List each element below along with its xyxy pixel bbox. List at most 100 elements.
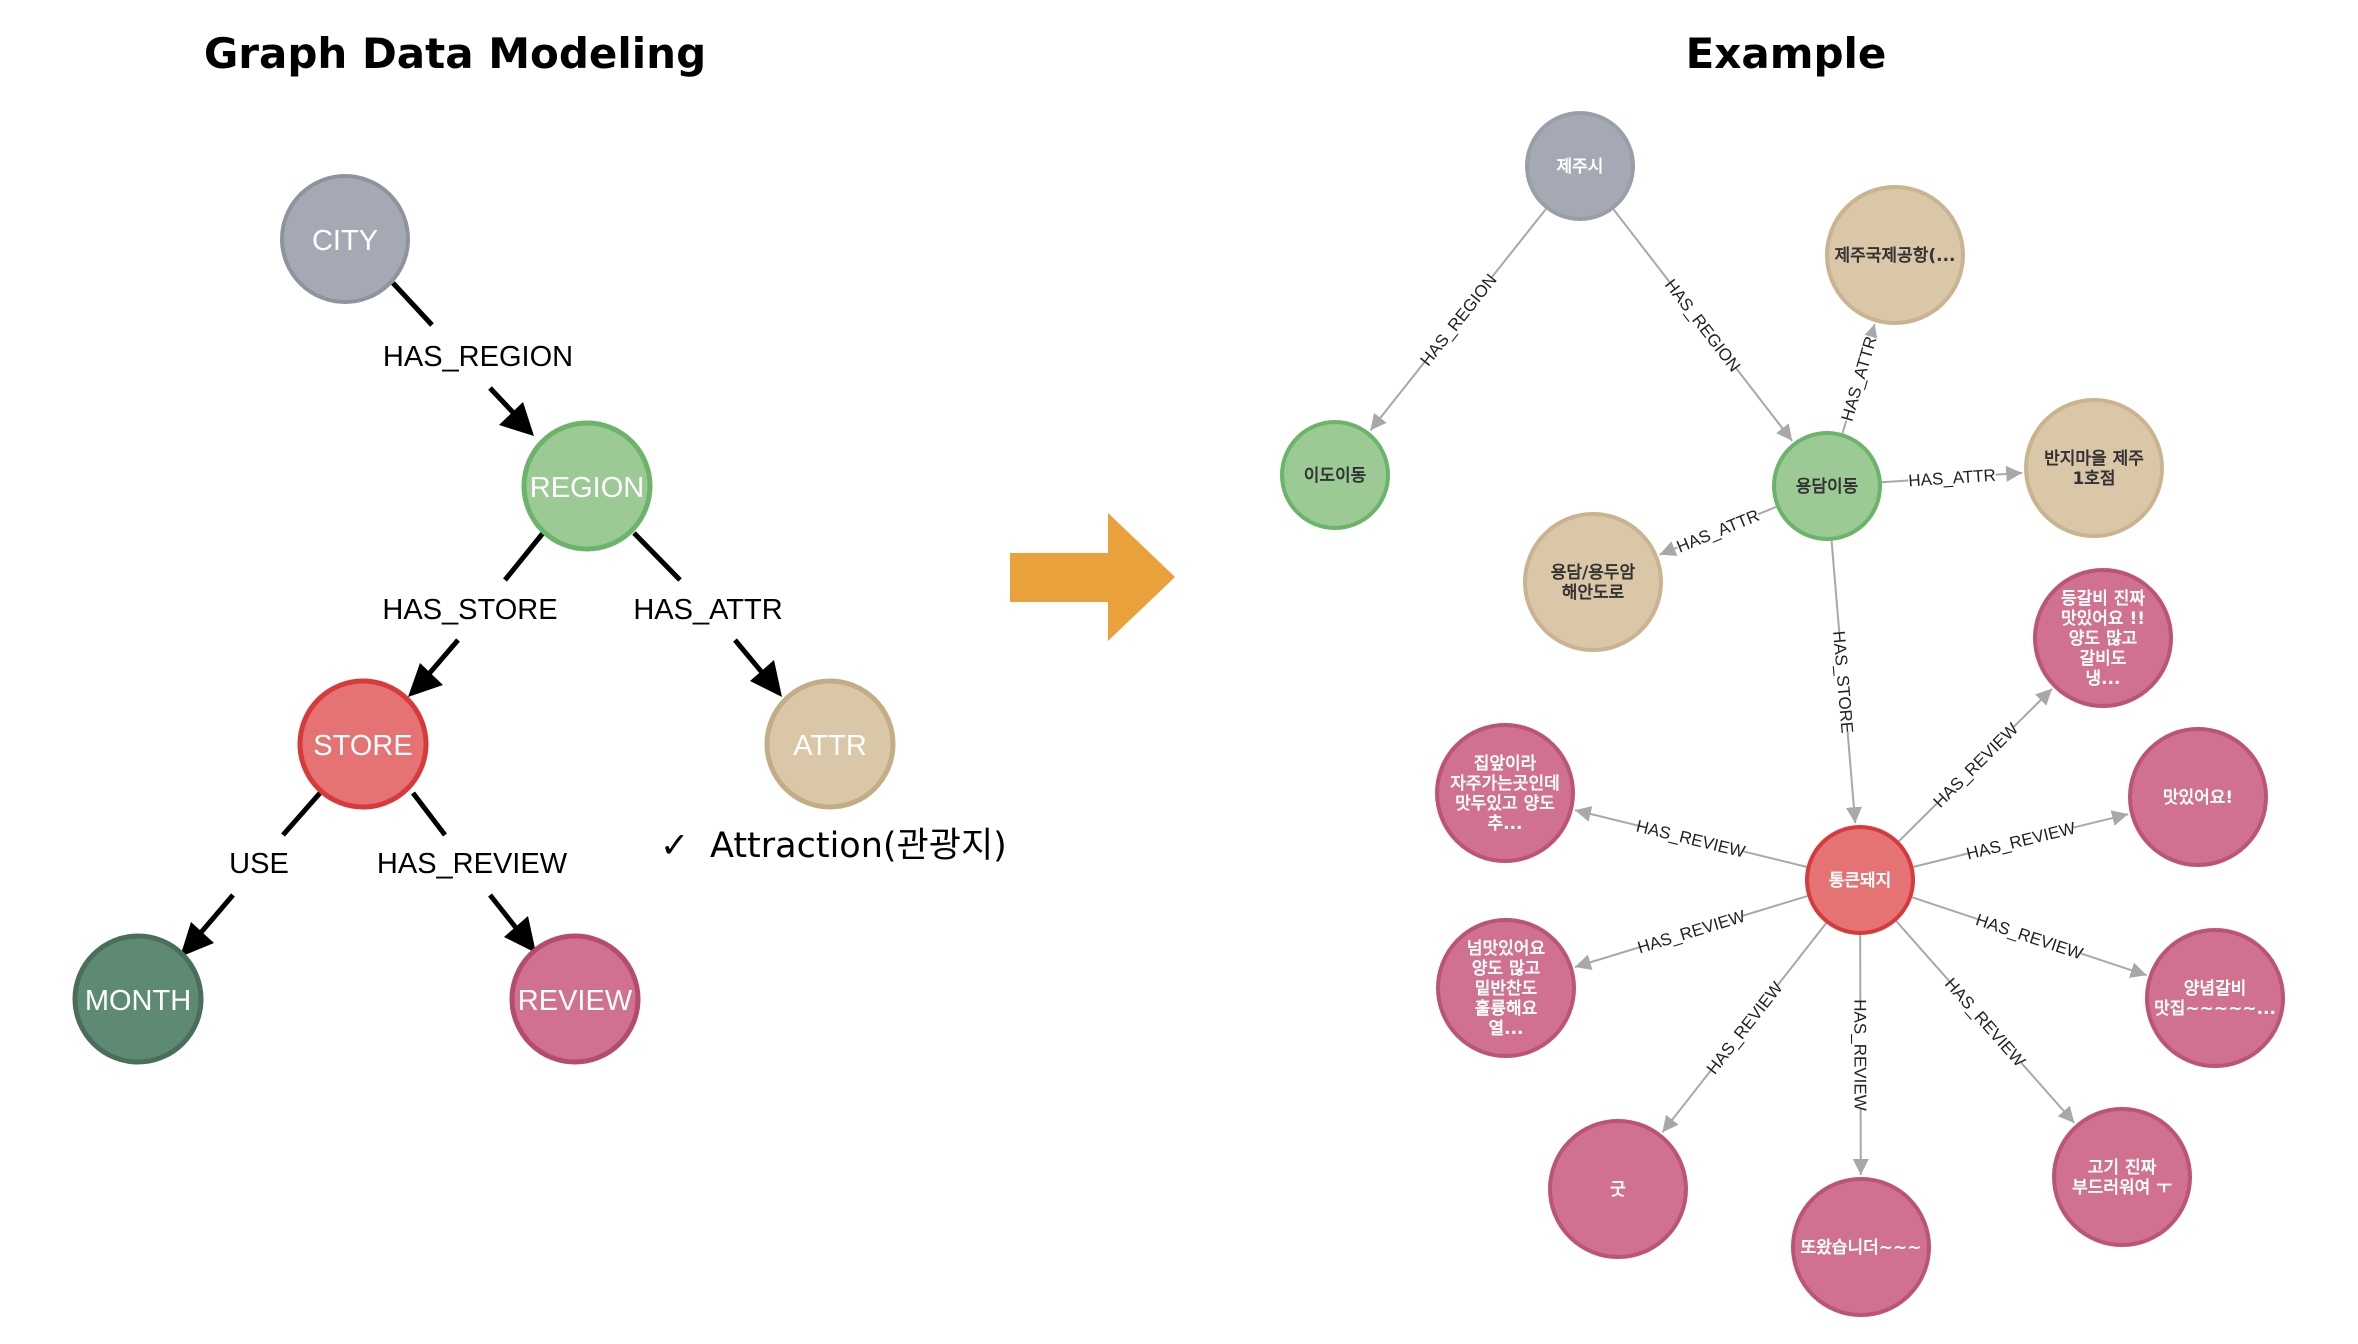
example-node-circle [2024, 398, 2164, 538]
example-edge-label-tongkeun-rev5: HAS_REVIEW [1849, 999, 1872, 1111]
example-node-circle [1772, 431, 1882, 541]
example-node-circle [1435, 723, 1575, 863]
node-region-circle [521, 420, 653, 552]
example-node-label-line: 해안도로 [1562, 583, 1625, 603]
example-node-tongkeun: 통큰돼지 [1805, 825, 1915, 935]
example-node-label-line: 넘맛있어요 [1467, 939, 1546, 959]
example-node-label-line: 맛집~~~~~... [2154, 999, 2276, 1019]
example-node-label-line: 굿 [1610, 1180, 1626, 1200]
rel-has-attr: HAS_ATTR [633, 594, 782, 626]
example-edge-label-yongdam-tongkeun: HAS_STORE [1828, 630, 1859, 734]
edge-label-bg [1941, 974, 2030, 1070]
example-edge-label-yongdam-haean: HAS_ATTR [1673, 503, 1763, 558]
edge-label-bg [1828, 632, 1859, 732]
example-node-label-line: 맛있어요 !! [2061, 609, 2145, 629]
rel-use: USE [229, 848, 289, 880]
rel-has-review: HAS_REVIEW [377, 848, 568, 880]
example-node-label-line: 통큰돼지 [1829, 871, 1892, 891]
left-title: Graph Data Modeling [204, 29, 706, 78]
note-check-icon: ✓ [660, 826, 689, 866]
example-node-circle [1523, 512, 1663, 652]
edge-label-bg [1636, 905, 1746, 958]
example-node-label-line: 제주시 [1557, 157, 1604, 177]
edge-label-bg [1929, 719, 2022, 811]
example-node-rev2: 맛있어요! [2128, 727, 2268, 867]
edge-label-bg [1635, 814, 1746, 863]
edge-label-text: HAS_REGION [1416, 270, 1500, 369]
edge-label-bg [1661, 275, 1745, 375]
rel-has-region: HAS_REGION [383, 341, 573, 373]
edge-label-bg [1974, 908, 2085, 964]
edge-label-bg [1835, 333, 1882, 424]
node-month: MONTH [72, 933, 204, 1065]
example-node-label-line: 또왔습니더~~~ [1801, 1238, 1922, 1258]
node-attr: ATTR [764, 678, 896, 810]
transform-arrow-icon [1010, 513, 1175, 641]
edge-label-bg [1702, 978, 1787, 1078]
example-node-label-line: 자주가는곳인데 [1450, 774, 1559, 794]
example-node-rev3: 양념갈비맛집~~~~~... [2145, 928, 2285, 1068]
node-review: REVIEW [509, 933, 641, 1065]
example-edge-label-tongkeun-rev6: HAS_REVIEW [1702, 978, 1787, 1078]
edge-label-text: HAS_REVIEW [1973, 910, 2085, 963]
example-node-label-line: 부드러워여 ㅜ [2072, 1178, 2172, 1198]
rel-has-store: HAS_STORE [382, 594, 557, 626]
node-store-circle [297, 678, 429, 810]
edge-label-bg [1965, 816, 2076, 865]
edge-region-attr-a [632, 531, 682, 582]
example-node-label-line: 용담이동 [1796, 477, 1859, 497]
left-arrowheads [180, 402, 782, 957]
edge-label-text: HAS_REVIEW [1634, 817, 1747, 862]
node-month-label: MONTH [85, 985, 191, 1017]
example-node-label-line: 1호점 [2072, 469, 2115, 489]
edge-label-text: HAS_REVIEW [1964, 818, 2077, 863]
example-node-label-line: 반지마을 제주 [2044, 449, 2144, 469]
example-node-label-line: 훌륭해요 [1475, 999, 1538, 1019]
node-store: STORE [297, 678, 429, 810]
edge-store-month-a [281, 791, 322, 837]
edge-label-bg [1849, 1000, 1872, 1110]
example-node-circle [2052, 1107, 2192, 1247]
node-attr-label: ATTR [793, 730, 867, 762]
example-edge-label-tongkeun-rev7: HAS_REVIEW [1635, 905, 1747, 958]
arrowhead-attr [750, 660, 782, 697]
example-node-label-line: 밑반찬도 [1475, 979, 1538, 999]
example-node-circle [2128, 727, 2268, 867]
example-edge-label-jeju_si-yongdam: HAS_REGION [1661, 275, 1745, 376]
node-review-label: REVIEW [518, 985, 633, 1017]
edge-label-text: HAS_REVIEW [1941, 974, 2029, 1070]
example-node-label-line: 용담/용두암 [1551, 563, 1636, 583]
right-title: Example [1686, 29, 1887, 78]
example-node-label-line: 제주국제공항(... [1835, 245, 1956, 266]
edge-label-text: HAS_ATTR [1838, 334, 1881, 423]
arrowhead-region [499, 402, 534, 436]
example-node-circle [2145, 928, 2285, 1068]
edge-label-text: HAS_REVIEW [1930, 719, 2022, 811]
example-node-circle [2033, 568, 2173, 708]
node-attr-circle [764, 678, 896, 810]
example-node-circle [1805, 825, 1915, 935]
arrowhead-month [180, 922, 214, 957]
edge-label-text: HAS_ATTR [1674, 506, 1762, 557]
example-node-rev5: 또왔습니더~~~ [1791, 1177, 1931, 1317]
example-node-airport: 제주국제공항(... [1825, 185, 1965, 325]
edge-label-text: HAS_REGION [1661, 276, 1744, 376]
note-text: Attraction(관광지) [710, 826, 1007, 866]
example-node-circle [1436, 918, 1576, 1058]
example-node-yongdam: 용담이동 [1772, 431, 1882, 541]
edge-label-bg [1907, 463, 1997, 492]
node-city: CITY [280, 174, 410, 304]
example-node-rev6: 굿 [1548, 1119, 1688, 1259]
node-month-circle [72, 933, 204, 1065]
example-node-label-line: 맛두있고 양도 [1455, 794, 1555, 814]
example-edge-label-tongkeun-rev8: HAS_REVIEW [1634, 814, 1747, 863]
node-region: REGION [521, 420, 653, 552]
edge-label-bg [1415, 270, 1501, 369]
example-node-ido: 이도이동 [1280, 420, 1390, 530]
example-node-label-line: 추... [1487, 814, 1522, 834]
